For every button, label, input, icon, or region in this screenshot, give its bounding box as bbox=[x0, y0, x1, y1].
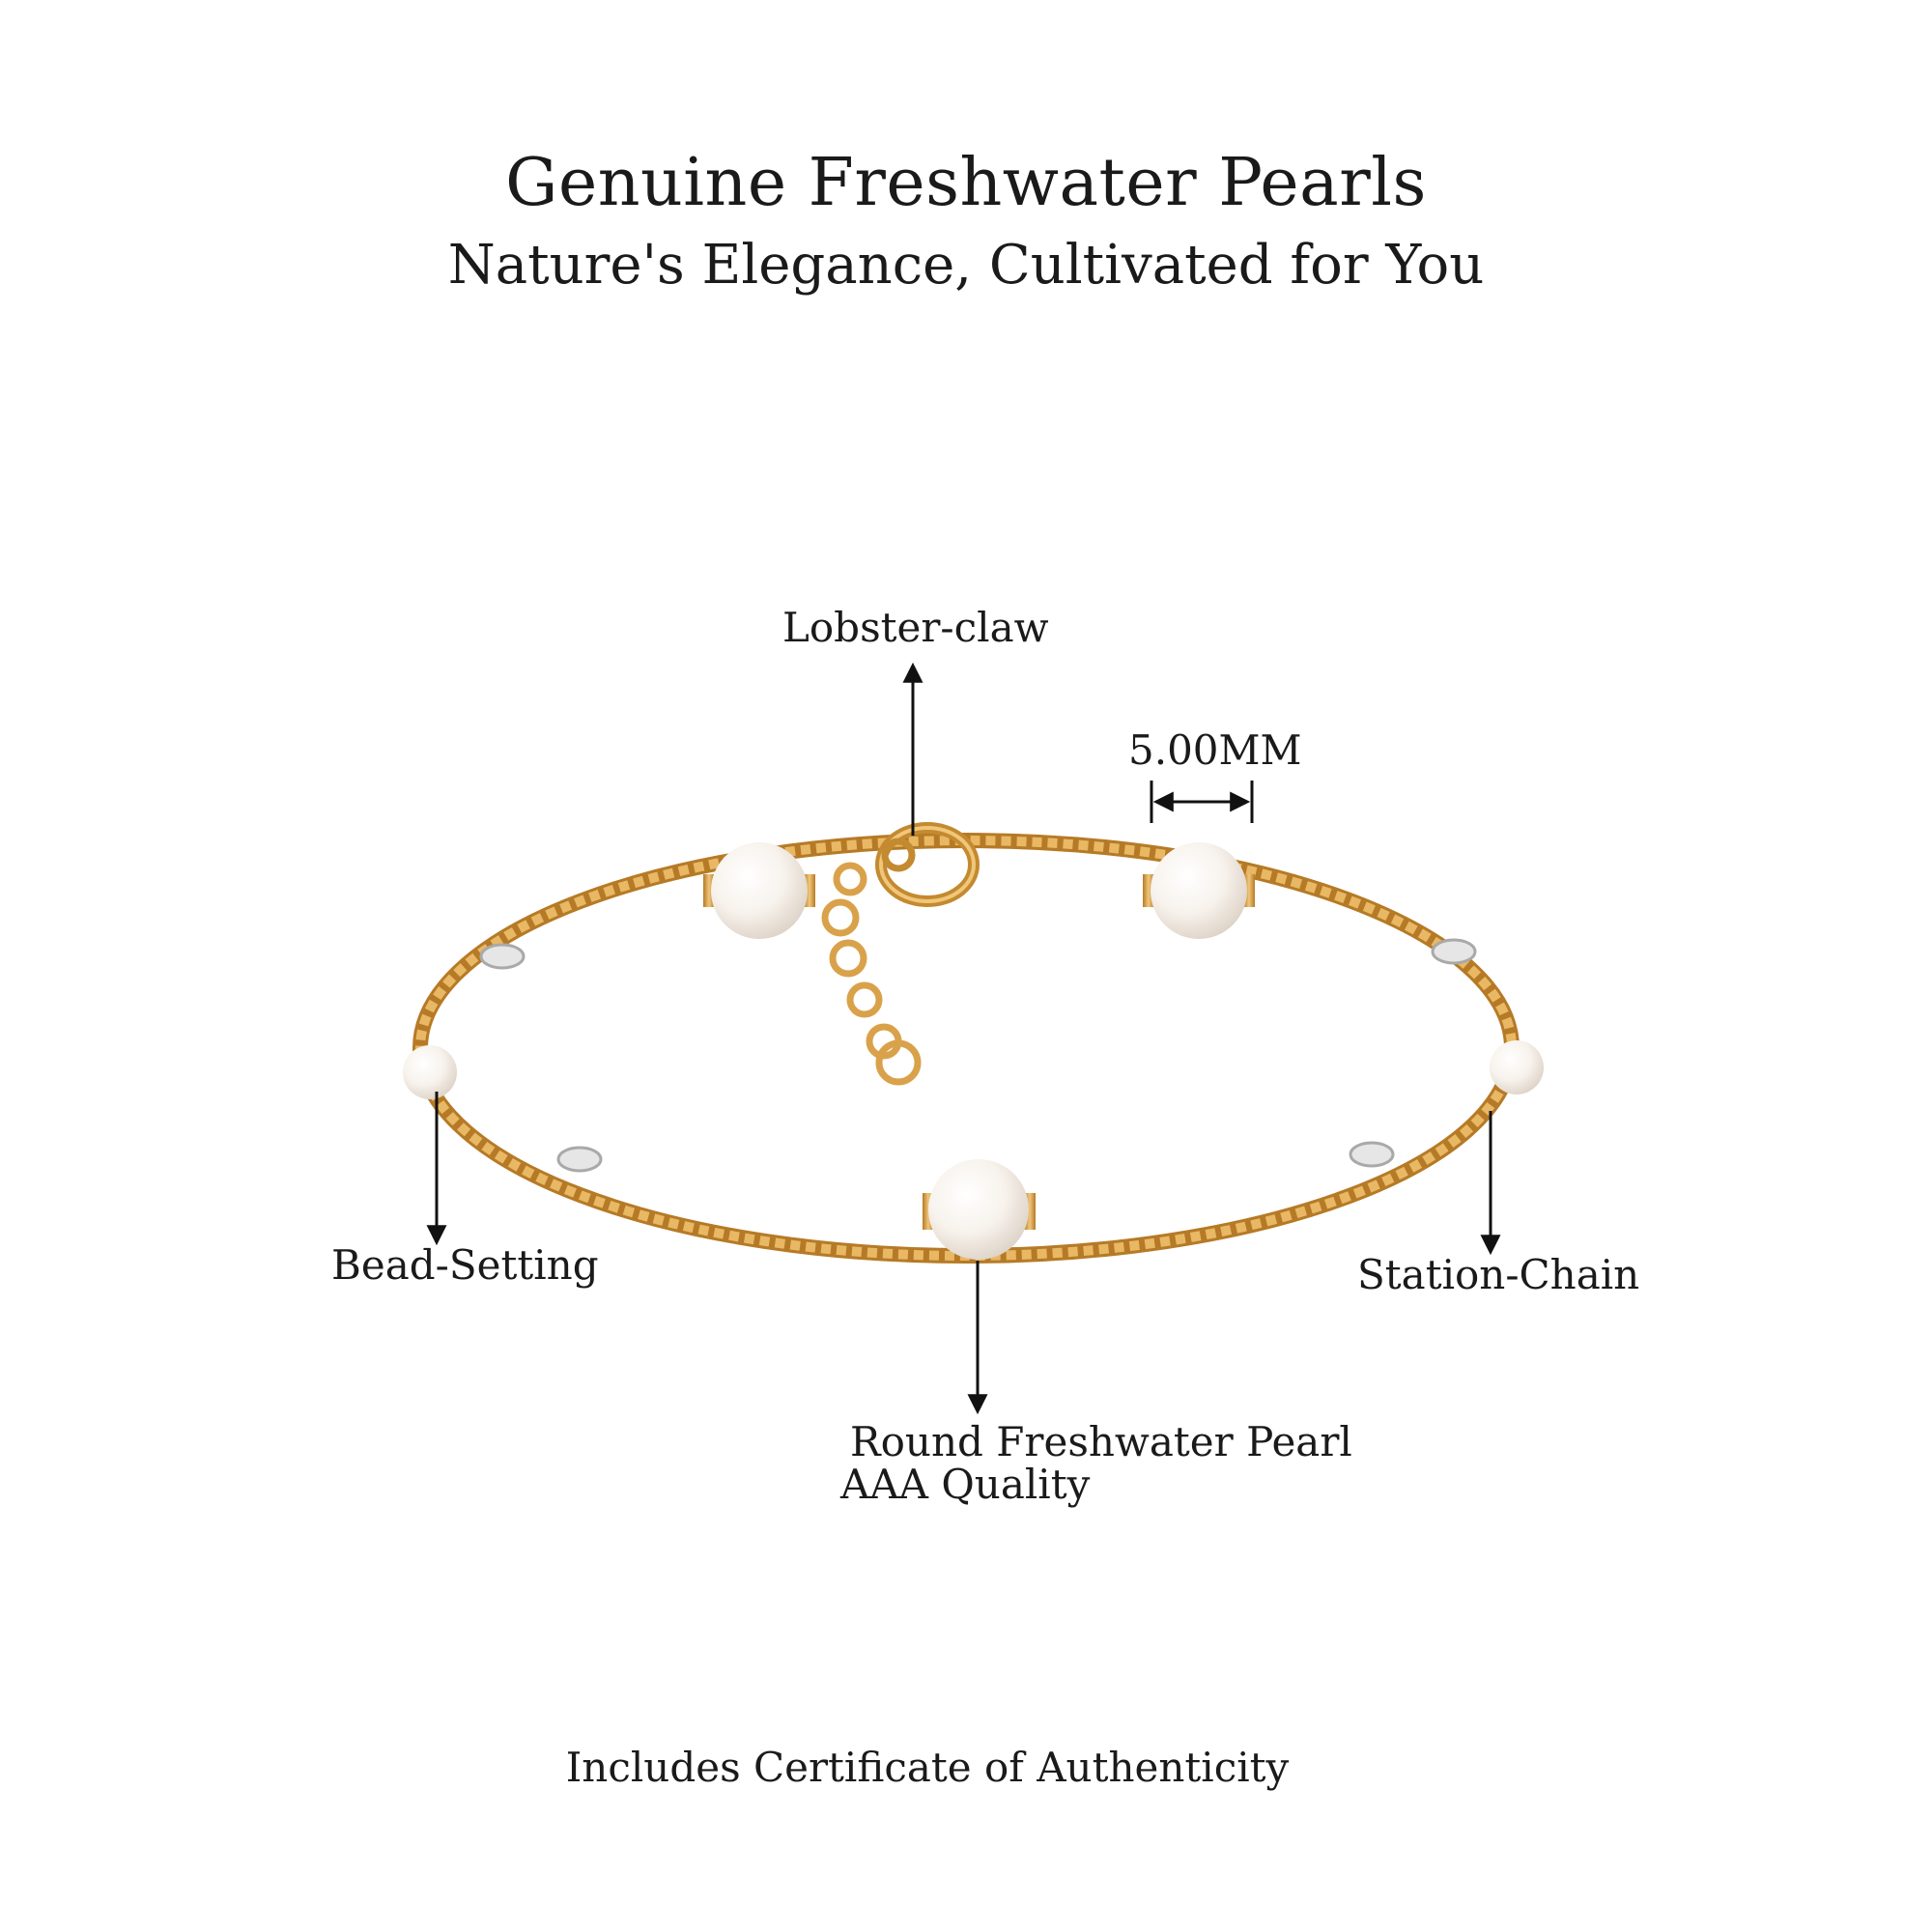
label-pearl-type: Round Freshwater Pearl bbox=[850, 1418, 1352, 1465]
silver-stations bbox=[479, 938, 1477, 1173]
pearl-left bbox=[403, 1045, 457, 1099]
pearl-right bbox=[1490, 1040, 1544, 1094]
pearl-top-left bbox=[703, 842, 815, 939]
extension-chain bbox=[821, 862, 922, 1086]
label-bead-setting: Bead-Setting bbox=[331, 1241, 599, 1289]
pearl-top-right bbox=[1143, 842, 1255, 939]
label-pearl-quality: AAA Quality bbox=[840, 1461, 1091, 1508]
callout-arrows bbox=[426, 662, 1501, 1415]
page-title: Genuine Freshwater Pearls bbox=[505, 145, 1427, 221]
lobster-clasp bbox=[875, 822, 980, 907]
footer-certificate-note: Includes Certificate of Authenticity bbox=[565, 1744, 1290, 1791]
label-station-chain: Station-Chain bbox=[1357, 1251, 1640, 1298]
page-subtitle: Nature's Elegance, Cultivated for You bbox=[447, 234, 1485, 297]
pearl-bottom-center bbox=[923, 1159, 1036, 1260]
label-lobster-claw: Lobster-claw bbox=[782, 604, 1049, 651]
label-pearl-size: 5.00MM bbox=[1128, 726, 1302, 774]
